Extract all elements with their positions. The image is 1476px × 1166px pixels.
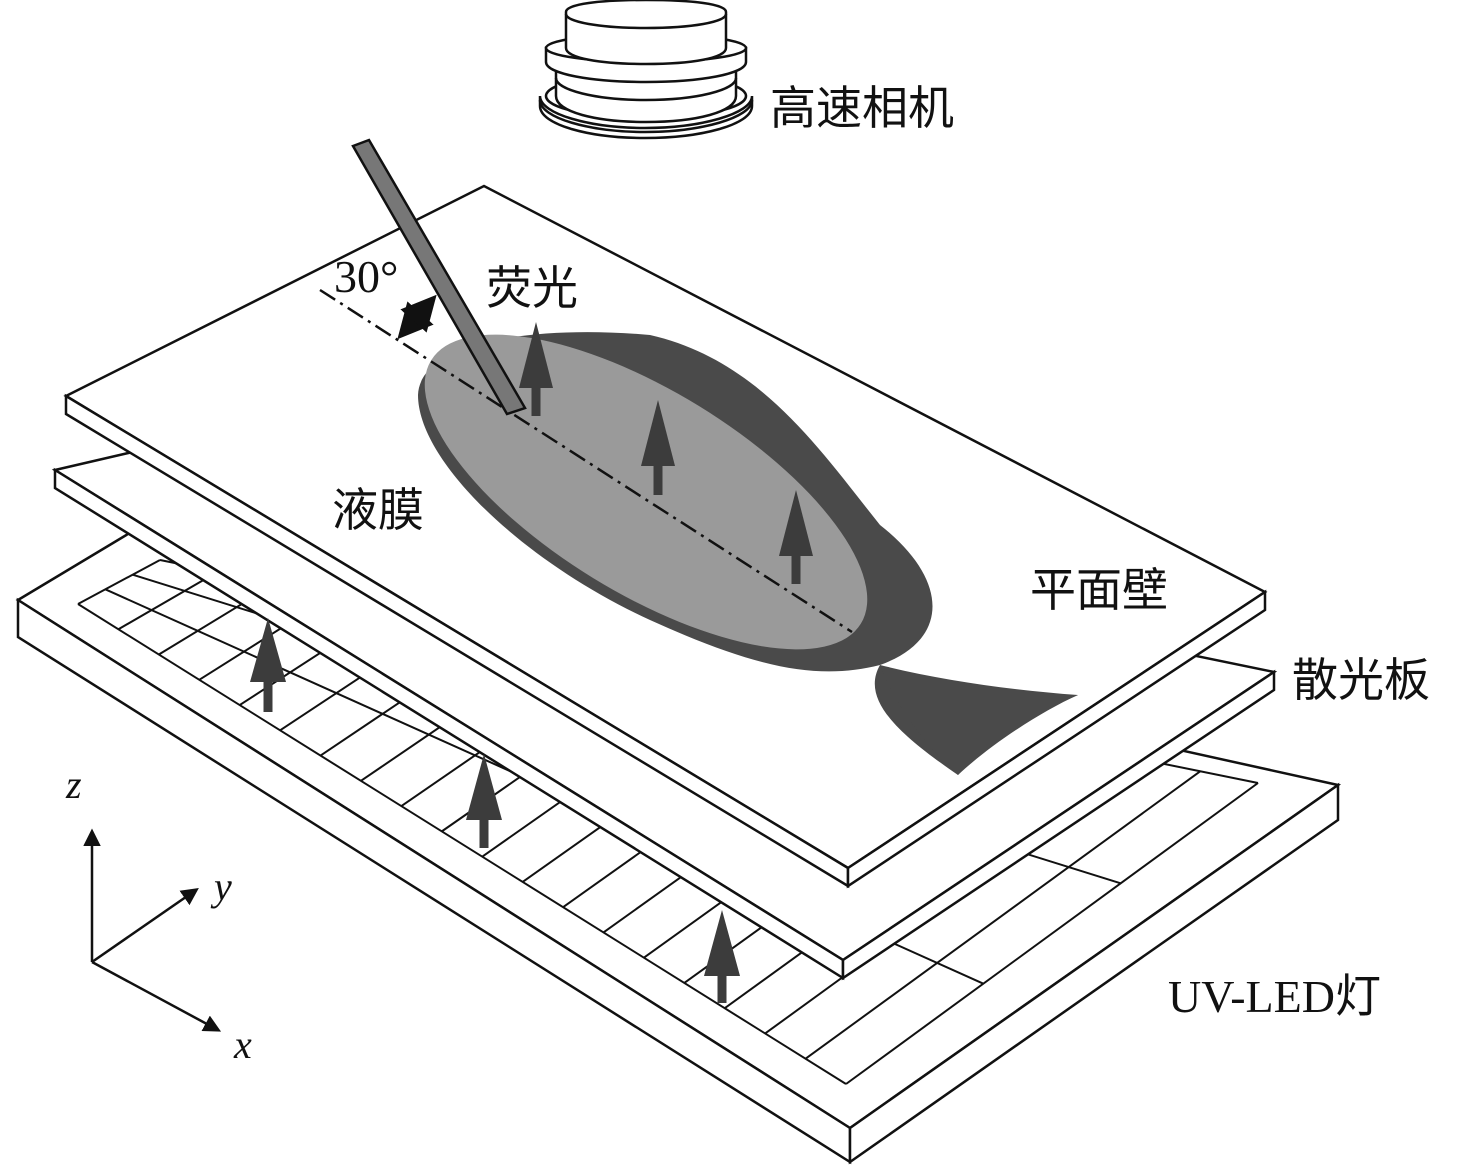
led-grid-line xyxy=(804,770,1201,1060)
y-axis xyxy=(91,888,199,964)
coordinate-axes: z y x xyxy=(65,762,252,1067)
led-grid-line xyxy=(845,782,1259,1085)
fluorescence-arrow xyxy=(519,322,553,416)
diffuser-label: 散光板 xyxy=(1292,653,1430,707)
y-axis-label: y xyxy=(210,864,232,909)
high-speed-camera xyxy=(538,0,754,140)
led-grid-line xyxy=(117,570,219,631)
uv-arrow xyxy=(704,910,740,1003)
angle-indicator xyxy=(397,294,437,340)
uv-arrow xyxy=(250,618,286,712)
flat-wall-label: 平面壁 xyxy=(1030,563,1168,617)
fluorescence-label: 荧光 xyxy=(486,261,578,315)
z-axis-label: z xyxy=(65,762,82,807)
camera-label: 高速相机 xyxy=(770,81,954,135)
x-axis-label: x xyxy=(233,1022,252,1067)
uv-led-label: UV-LED灯 xyxy=(1168,971,1381,1022)
film-centerline xyxy=(319,288,853,634)
fluorescence-arrow xyxy=(779,490,813,584)
nozzle-tube xyxy=(351,138,527,416)
x-axis xyxy=(91,960,222,1032)
angle-label: 30° xyxy=(334,251,398,302)
fluorescence-arrow xyxy=(641,400,675,495)
led-grid-line xyxy=(77,603,847,1085)
led-grid-line xyxy=(77,559,161,605)
uv-arrow xyxy=(466,754,502,848)
liquid-film-label: 液膜 xyxy=(332,483,424,537)
